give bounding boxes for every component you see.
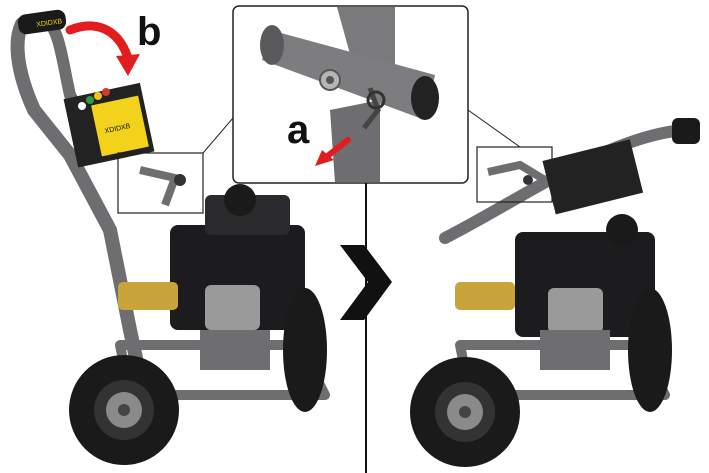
engine-block [170, 225, 305, 330]
yellow-label [91, 95, 149, 157]
detail-highlight-box-left [117, 152, 204, 214]
front-wheel-folded [410, 357, 520, 467]
rear-wheel [283, 288, 327, 412]
pump [118, 282, 178, 310]
pressure-washer-upright: XDIDXB XDIDXB [10, 9, 330, 465]
nozzle-tips [78, 88, 110, 110]
recoil-starter [205, 285, 260, 330]
handle-grip [17, 9, 67, 35]
folded-handle-grip [672, 118, 700, 144]
handle-brand-label: XDIDXB [36, 18, 63, 29]
chevron-right-icon [340, 245, 392, 320]
callout-label-a: a [287, 108, 310, 152]
red-curved-arrow-icon [65, 21, 133, 63]
callout-label-b: b [137, 10, 162, 54]
fuel-cap [224, 184, 256, 216]
front-wheel [69, 355, 179, 465]
pressure-washer-folded [410, 118, 700, 467]
detail-highlight-box-right [476, 146, 553, 203]
magnified-inset [232, 5, 469, 184]
red-straight-arrow-icon [322, 137, 351, 161]
